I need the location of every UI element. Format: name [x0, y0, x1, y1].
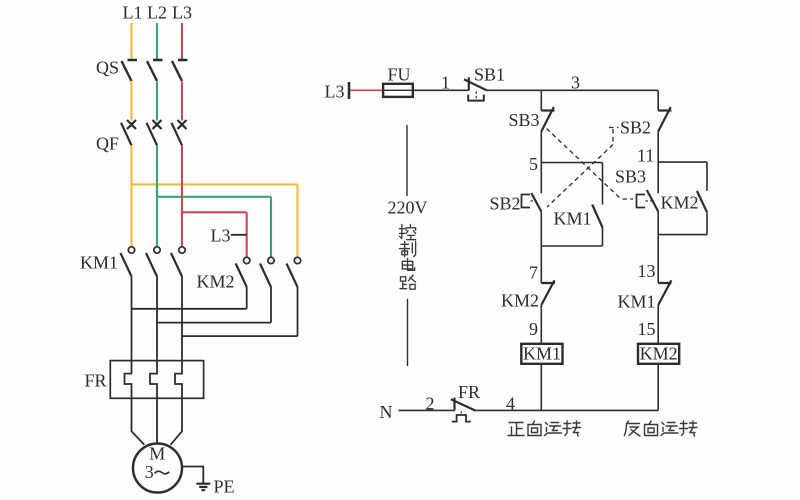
- svg-text:15: 15: [638, 319, 656, 339]
- svg-text:KM2: KM2: [197, 272, 235, 292]
- svg-text:KM1: KM1: [523, 344, 561, 364]
- svg-text:KM2: KM2: [640, 344, 678, 364]
- svg-text:QF: QF: [96, 134, 119, 154]
- svg-text:11: 11: [637, 146, 654, 166]
- svg-text:220V: 220V: [388, 198, 428, 218]
- svg-text:L3: L3: [211, 226, 231, 246]
- svg-text:L1: L1: [123, 3, 143, 23]
- svg-text:KM2: KM2: [661, 193, 699, 213]
- svg-text:4: 4: [506, 394, 515, 414]
- svg-text:KM2: KM2: [501, 291, 539, 311]
- svg-text:KM1: KM1: [554, 209, 592, 229]
- svg-text:N: N: [380, 402, 393, 422]
- svg-text:SB3: SB3: [509, 110, 540, 130]
- svg-text:SB3: SB3: [615, 167, 646, 187]
- svg-text:FR: FR: [85, 371, 107, 391]
- svg-text:3: 3: [571, 73, 580, 93]
- svg-text:2: 2: [426, 394, 435, 414]
- svg-text:3: 3: [145, 462, 154, 482]
- svg-text:QS: QS: [96, 58, 119, 78]
- svg-text:KM1: KM1: [80, 253, 118, 273]
- svg-text:KM1: KM1: [618, 292, 656, 312]
- svg-text:13: 13: [638, 261, 656, 281]
- svg-text:M: M: [149, 444, 165, 464]
- svg-text:SB2: SB2: [620, 118, 651, 138]
- svg-text:5: 5: [529, 154, 538, 174]
- svg-text:L3: L3: [172, 3, 192, 23]
- svg-text:L2: L2: [147, 3, 167, 23]
- svg-text:9: 9: [529, 319, 538, 339]
- svg-text:SB1: SB1: [474, 65, 505, 85]
- svg-text:7: 7: [529, 263, 538, 283]
- svg-text:FU: FU: [388, 65, 411, 85]
- svg-text:L3: L3: [325, 82, 345, 102]
- svg-text:SB2: SB2: [490, 194, 521, 214]
- svg-text:1: 1: [441, 73, 450, 93]
- svg-text:PE: PE: [214, 477, 235, 497]
- svg-text:FR: FR: [458, 382, 480, 402]
